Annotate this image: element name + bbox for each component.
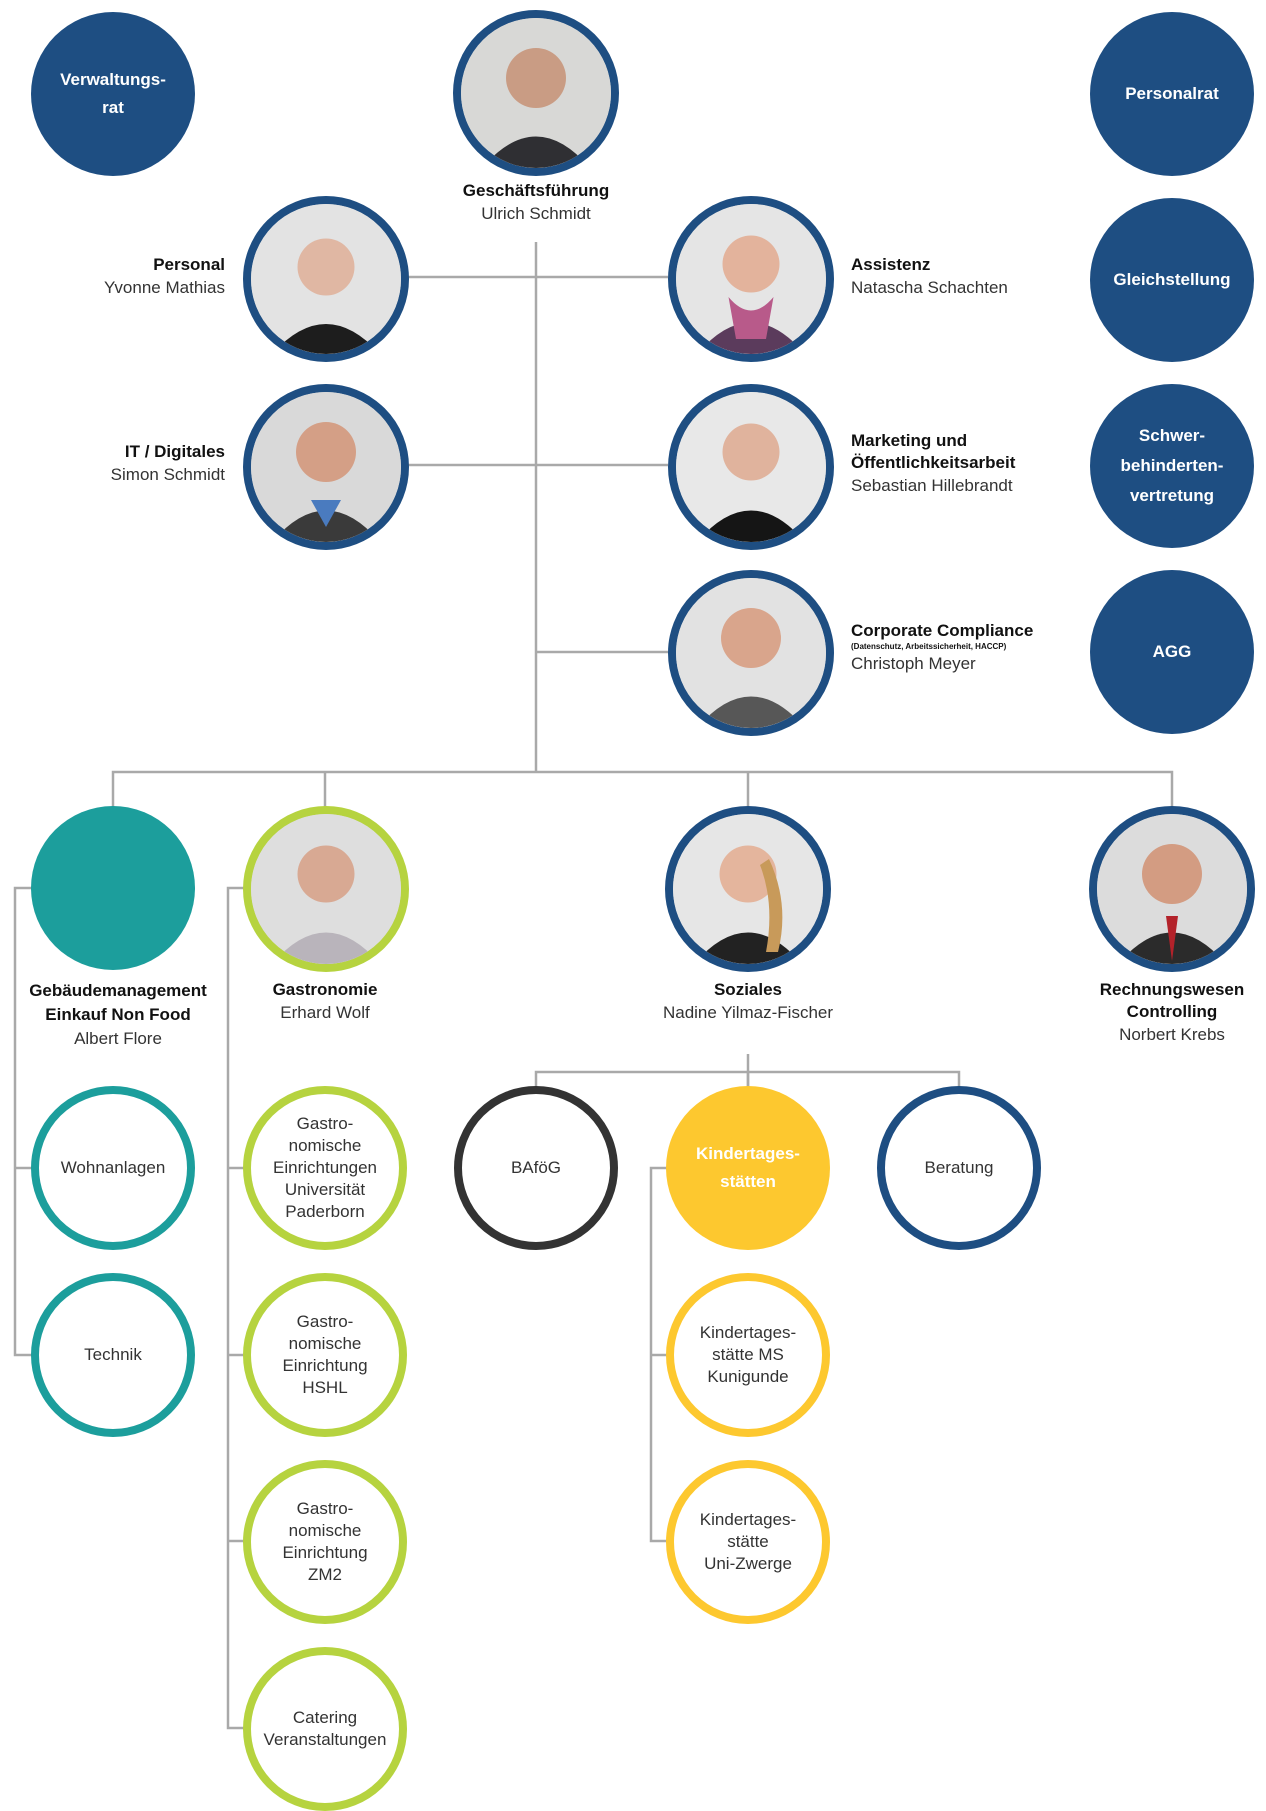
label-assistenz: Assistenz Natascha Schachten [851, 254, 1081, 300]
board-agg-label: AGG [1152, 642, 1192, 661]
name-personal: Yvonne Mathias [104, 278, 225, 297]
label-gastronomie: Gastronomie Erhard Wolf [220, 979, 430, 1025]
unit-catering: Catering Veranstaltungen [243, 1647, 407, 1811]
unit-wohnanlagen-label: Wohnanlagen [60, 1158, 166, 1177]
board-schwerbehindertenvertretung: Schwer- behinderten- vertretung [1090, 384, 1254, 548]
unit-kindertagesstaetten-label: Kindertages- stätten [696, 1144, 800, 1191]
person-avatar-icon [251, 204, 401, 354]
board-agg: AGG [1090, 570, 1254, 734]
label-geschaeftsfuehrung: Geschäftsführung Ulrich Schmidt [416, 180, 656, 226]
photo-gastronomie [243, 806, 409, 972]
name-rechnungswesen: Norbert Krebs [1119, 1025, 1225, 1044]
title-personal: Personal [153, 255, 225, 274]
person-avatar-icon [673, 814, 823, 964]
label-gebaeude: Gebäudemanagement Einkauf Non Food Alber… [0, 979, 236, 1051]
title-rechnungswesen: Rechnungswesen Controlling [1099, 980, 1245, 1021]
label-marketing: Marketing und Öffentlichkeitsarbeit Seba… [851, 430, 1091, 498]
name-geschaeftsfuehrung: Ulrich Schmidt [481, 204, 591, 223]
person-avatar-icon [251, 392, 401, 542]
unit-gastro-upb: Gastro- nomische Einrichtungen Universit… [243, 1086, 407, 1250]
label-compliance: Corporate Compliance (Datenschutz, Arbei… [851, 620, 1091, 676]
board-personalrat-label: Personalrat [1125, 84, 1219, 103]
label-it: IT / Digitales Simon Schmidt [20, 441, 225, 487]
label-personal: Personal Yvonne Mathias [20, 254, 225, 300]
person-avatar-icon [676, 204, 826, 354]
unit-gastro-zm2-label: Gastro- nomische Einrichtung ZM2 [282, 1499, 368, 1584]
title-soziales: Soziales [713, 980, 783, 999]
title-geschaeftsfuehrung: Geschäftsführung [462, 181, 610, 200]
board-personalrat: Personalrat [1090, 12, 1254, 176]
unit-beratung: Beratung [877, 1086, 1041, 1250]
name-assistenz: Natascha Schachten [851, 278, 1008, 297]
unit-kita-uni-zwerge-label: Kindertages- stätte Uni-Zwerge [699, 1510, 797, 1573]
photo-rechnungswesen [1089, 806, 1255, 972]
photo-soziales [665, 806, 831, 972]
unit-beratung-label: Beratung [924, 1158, 994, 1177]
title-it: IT / Digitales [124, 442, 225, 461]
unit-catering-label: Catering Veranstaltungen [263, 1708, 387, 1749]
unit-technik: Technik [31, 1273, 195, 1437]
title-assistenz: Assistenz [851, 255, 931, 274]
title-gastronomie: Gastronomie [272, 980, 378, 999]
title-compliance: Corporate Compliance [851, 621, 1034, 640]
unit-gastro-zm2: Gastro- nomische Einrichtung ZM2 [243, 1460, 407, 1624]
unit-kita-ms-kunigunde: Kindertages- stätte MS Kunigunde [666, 1273, 830, 1437]
photo-geschaeftsfuehrung [453, 10, 619, 176]
photo-personal [243, 196, 409, 362]
dept-gebaeude-circle [31, 806, 195, 970]
unit-kindertagesstaetten: Kindertages- stätten [666, 1086, 830, 1250]
title-gebaeude: Gebäudemanagement Einkauf Non Food [29, 981, 207, 1024]
person-avatar-icon [676, 392, 826, 542]
photo-marketing [668, 384, 834, 550]
person-avatar-icon [676, 578, 826, 728]
unit-kita-uni-zwerge: Kindertages- stätte Uni-Zwerge [666, 1460, 830, 1624]
board-verwaltungsrat: Verwaltungs- rat [31, 12, 195, 176]
board-schwerbehindertenvertretung-label: Schwer- behinderten- vertretung [1120, 426, 1224, 505]
unit-gastro-hshl: Gastro- nomische Einrichtung HSHL [243, 1273, 407, 1437]
label-rechnungswesen: Rechnungswesen Controlling Norbert Krebs [1072, 979, 1266, 1047]
person-avatar-icon [251, 814, 401, 964]
name-gastronomie: Erhard Wolf [280, 1003, 370, 1022]
board-gleichstellung: Gleichstellung [1090, 198, 1254, 362]
name-it: Simon Schmidt [110, 465, 225, 484]
name-gebaeude: Albert Flore [74, 1029, 162, 1048]
photo-assistenz [668, 196, 834, 362]
person-avatar-icon [461, 18, 611, 168]
board-gleichstellung-label: Gleichstellung [1113, 270, 1231, 289]
unit-bafoeg: BAföG [454, 1086, 618, 1250]
name-soziales: Nadine Yilmaz-Fischer [662, 1003, 834, 1022]
unit-wohnanlagen: Wohnanlagen [31, 1086, 195, 1250]
unit-kita-ms-kunigunde-label: Kindertages- stätte MS Kunigunde [699, 1323, 797, 1386]
unit-gastro-hshl-label: Gastro- nomische Einrichtung HSHL [282, 1312, 368, 1397]
person-avatar-icon [1097, 814, 1247, 964]
unit-technik-label: Technik [84, 1345, 142, 1364]
unit-bafoeg-label: BAföG [510, 1158, 562, 1177]
unit-gastro-upb-label: Gastro- nomische Einrichtungen Universit… [273, 1114, 377, 1221]
title-marketing: Marketing und Öffentlichkeitsarbeit [851, 431, 1016, 472]
subtitle-compliance: (Datenschutz, Arbeitssicherheit, HACCP) [851, 642, 1007, 651]
photo-it [243, 384, 409, 550]
label-soziales: Soziales Nadine Yilmaz-Fischer [598, 979, 898, 1025]
name-marketing: Sebastian Hillebrandt [851, 476, 1013, 495]
name-compliance: Christoph Meyer [851, 654, 976, 673]
board-verwaltungsrat-label: Verwaltungs- rat [60, 70, 166, 117]
photo-compliance [668, 570, 834, 736]
